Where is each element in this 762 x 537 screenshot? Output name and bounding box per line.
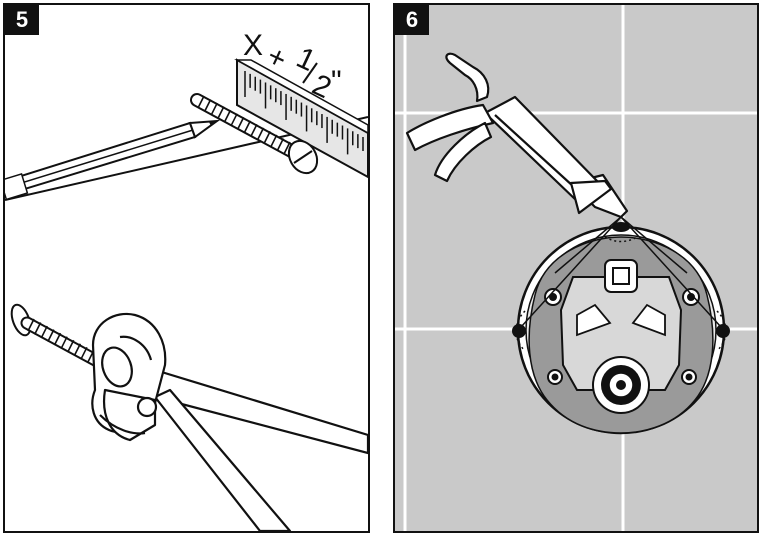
screw-thread — [40, 325, 48, 339]
caulk-guides — [515, 216, 727, 352]
measure-numerator: 1 — [291, 41, 320, 78]
screw-thread — [203, 99, 212, 112]
screw-thread — [73, 343, 82, 357]
screw-thread — [236, 116, 245, 130]
screw-thread — [270, 134, 278, 148]
measure-x: X — [243, 29, 263, 62]
step-6-badge: 6 — [395, 5, 429, 35]
screw-thread — [250, 123, 258, 137]
measure-plus: + — [262, 39, 292, 76]
step-5-badge: 5 — [5, 5, 39, 35]
screw-thread — [230, 113, 238, 127]
screw-thread — [53, 332, 62, 346]
screw-thread — [263, 131, 271, 144]
screw-thread — [283, 141, 291, 155]
fraction-slash — [302, 62, 318, 84]
pliers — [91, 312, 368, 531]
ruler-ticks — [244, 71, 364, 155]
screw-thread — [66, 339, 75, 353]
screw-thread — [256, 127, 265, 141]
screw-thread — [47, 329, 55, 342]
screw-thread — [276, 138, 285, 151]
measure-unit: " — [331, 65, 342, 98]
screw-thread — [243, 120, 252, 134]
screw-thread — [80, 346, 88, 360]
step-6-panel: 6 — [393, 3, 759, 533]
step-6-illustration — [395, 5, 757, 531]
screw-thread — [197, 95, 205, 109]
screw-thread — [60, 336, 68, 350]
screw-thread — [210, 102, 218, 116]
caulk-gun — [405, 52, 629, 219]
screw-thread — [27, 318, 35, 332]
step-5-panel: 5 X + 1 2 " — [3, 3, 370, 533]
valve-escutcheon — [512, 216, 730, 435]
step-5-illustration: X + 1 2 " — [5, 29, 368, 531]
ruler — [234, 58, 368, 179]
pencil — [5, 119, 221, 201]
screw-thread — [33, 322, 42, 335]
wall-screw — [190, 93, 319, 175]
screw-thread — [217, 106, 225, 119]
screw-thread — [223, 109, 232, 123]
